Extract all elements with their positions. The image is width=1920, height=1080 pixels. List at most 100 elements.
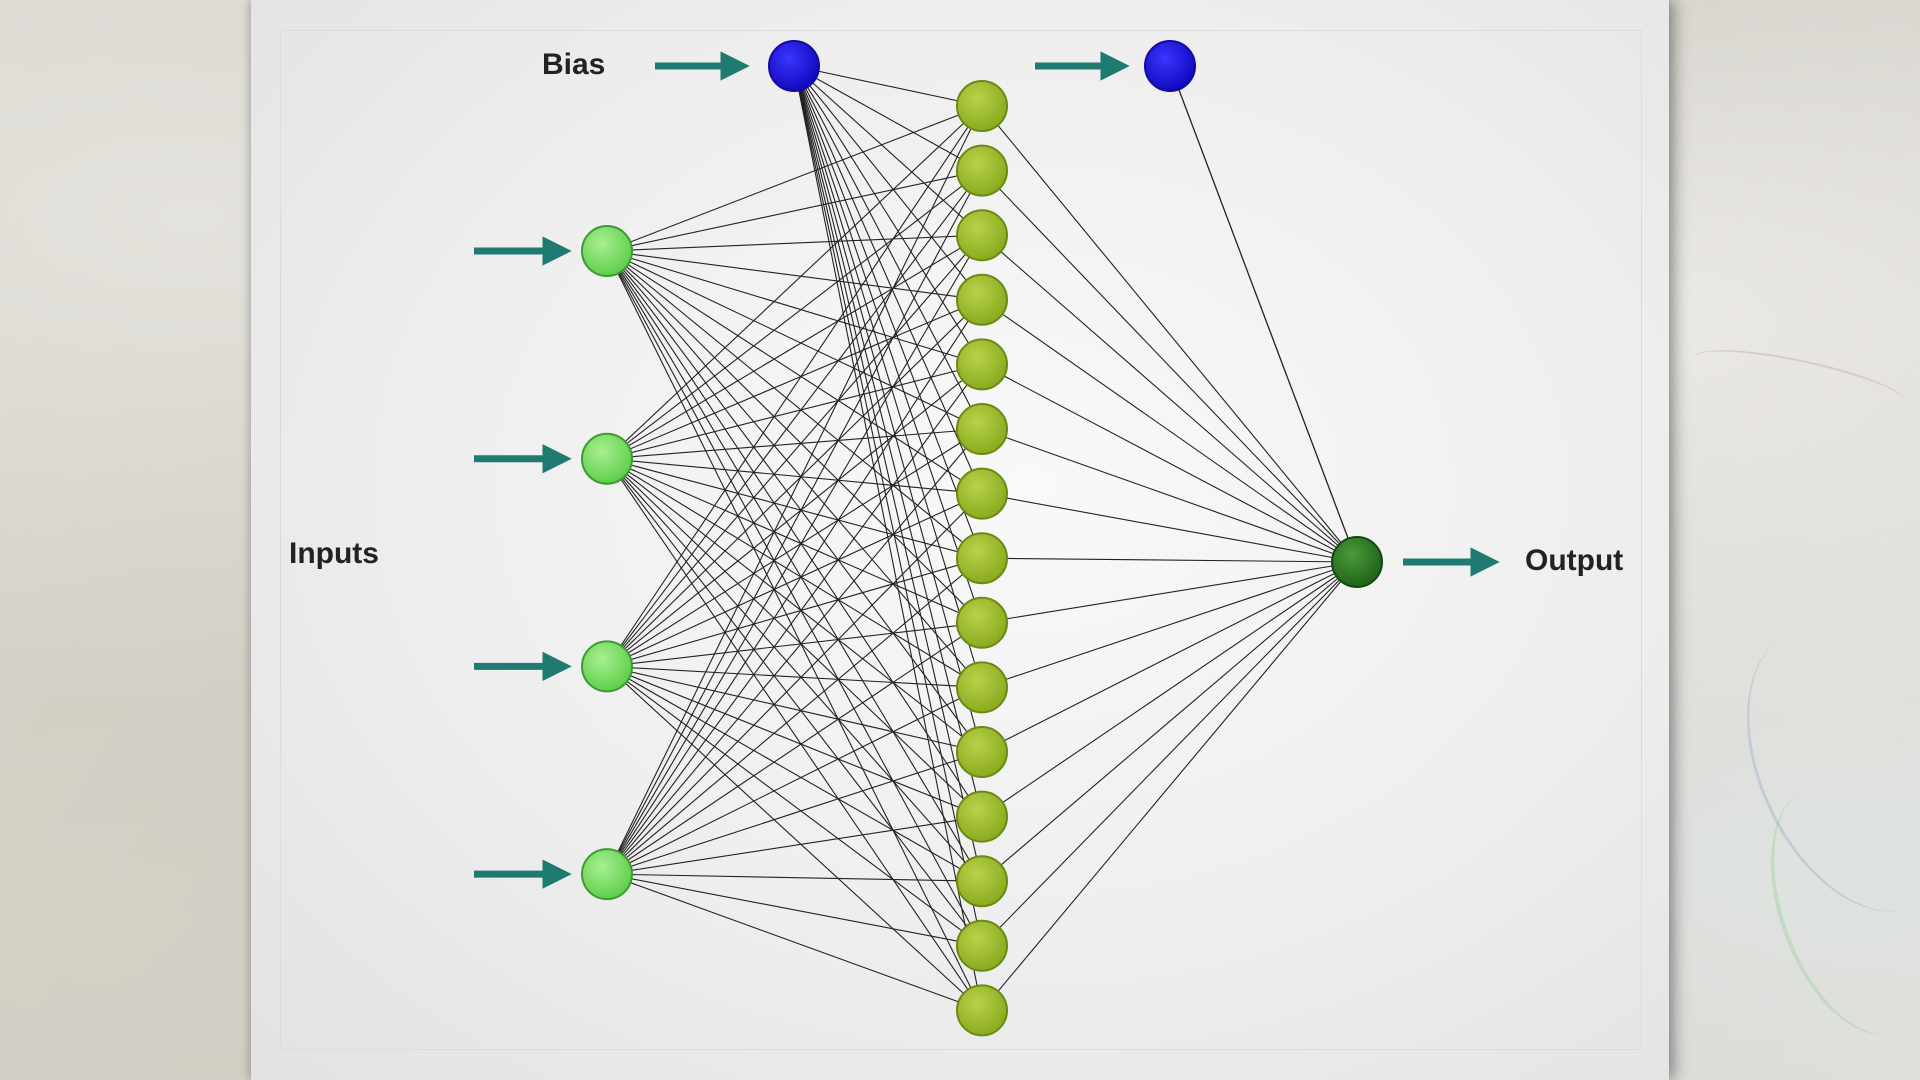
input-hidden-edge [606,665,983,753]
input-hidden-edge [606,364,983,875]
hidden-node-6 [956,403,1008,455]
bias-hidden-edge [793,65,983,365]
hidden-node-7 [956,467,1008,520]
input-hidden-edge [606,665,983,818]
input-hidden-edge [606,234,983,667]
hidden-output-edge [981,428,1358,563]
hidden-output-edge [981,561,1358,882]
bias-hidden-edge [793,65,983,753]
input-hidden-edge [606,105,983,875]
input-hidden-edge [606,363,983,667]
input-hidden-edge [606,493,983,875]
hidden-node-5 [956,338,1008,391]
hidden-node-2 [956,144,1008,197]
hidden-output-edge [981,561,1358,1011]
hidden-output-edge [981,561,1358,818]
bias-hidden-edge [793,65,983,236]
inputs-label: Inputs [289,537,379,570]
input-hidden-edge [606,250,983,947]
hidden-output-edge [981,105,1358,563]
bias-hidden-edge [793,65,983,430]
input-hidden-edge [606,873,983,947]
bias-label: Bias [542,48,605,81]
input-hidden-edge [606,363,983,460]
bias-hidden-edge [793,65,983,817]
input-hidden-edge [606,458,983,624]
input-hidden-edge [606,299,983,667]
input-hidden-edge [606,458,983,753]
input-hidden-edge [606,557,983,667]
input-hidden-edge [606,458,983,495]
bias-node-2 [1144,40,1196,92]
input-hidden-edge [606,234,983,460]
input-hidden-edge [606,816,983,875]
input-hidden-edge [606,458,983,947]
neurons [581,40,1383,1037]
input-hidden-edge [606,686,983,875]
input-hidden-edge [606,665,983,1011]
input-hidden-edge [606,105,983,252]
input-hidden-edge [606,250,983,430]
bias-hidden-edge [793,65,983,172]
input-hidden-edge [606,250,983,688]
bias-hidden-edge [793,65,983,494]
input-hidden-edge [606,622,983,667]
hidden-node-13 [956,855,1008,908]
hidden-node-3 [956,209,1008,262]
hidden-node-15 [956,984,1008,1037]
input-hidden-edge [606,250,983,559]
hidden-output-edge [981,557,1358,563]
input-hidden-edge [606,234,983,875]
hidden-output-edge [981,561,1358,753]
hidden-node-1 [956,80,1008,132]
bias-hidden-edge [793,65,983,1011]
bias-hidden-edge [793,65,983,107]
input-hidden-edge [606,250,983,882]
hidden-node-10 [956,661,1008,714]
input-hidden-edge [606,751,983,875]
input-hidden-edge [606,665,983,688]
bias-hidden-edge [793,65,983,946]
input-hidden-edge [606,234,983,252]
slide-frame [280,30,1642,1050]
input-hidden-edge [606,873,983,882]
hidden-node-9 [956,596,1008,649]
input-hidden-edge [606,250,983,495]
input-node-2 [581,432,633,485]
input-hidden-edge [606,428,983,667]
bias-hidden-edge [793,65,983,301]
input-hidden-edge [606,170,983,667]
input-hidden-edge [606,170,983,875]
input-hidden-edge [606,458,983,688]
hidden-output-edge [981,561,1358,947]
input-hidden-edge [606,250,983,365]
input-hidden-edge [606,428,983,875]
output-label: Output [1525,544,1623,577]
hidden-output-edge [981,561,1358,624]
hidden-output-edge [981,299,1358,563]
input-hidden-edge [606,493,983,667]
input-hidden-edge [606,105,983,667]
input-node-1 [581,225,633,277]
input-hidden-edge [606,250,983,1011]
bias-hidden-edge [793,65,983,623]
input-hidden-edge [606,170,983,252]
hidden-output-edge [981,170,1358,563]
input-hidden-edge [606,873,983,1011]
bias-output-edge [1169,65,1358,563]
hidden-node-8 [956,532,1008,585]
input-hidden-edge [606,170,983,460]
input-node-4 [581,848,633,901]
input-hidden-edge [606,250,983,624]
hidden-output-edge [981,493,1358,563]
input-hidden-edge [606,458,983,1011]
input-hidden-edge [606,250,983,817]
input-node-3 [581,640,633,693]
input-hidden-edge [606,458,983,817]
input-hidden-edge [606,458,983,559]
hidden-output-edge [981,363,1358,563]
connection-lines [606,65,1358,1011]
bias-hidden-edge [793,65,983,882]
hidden-output-edge [981,234,1358,563]
